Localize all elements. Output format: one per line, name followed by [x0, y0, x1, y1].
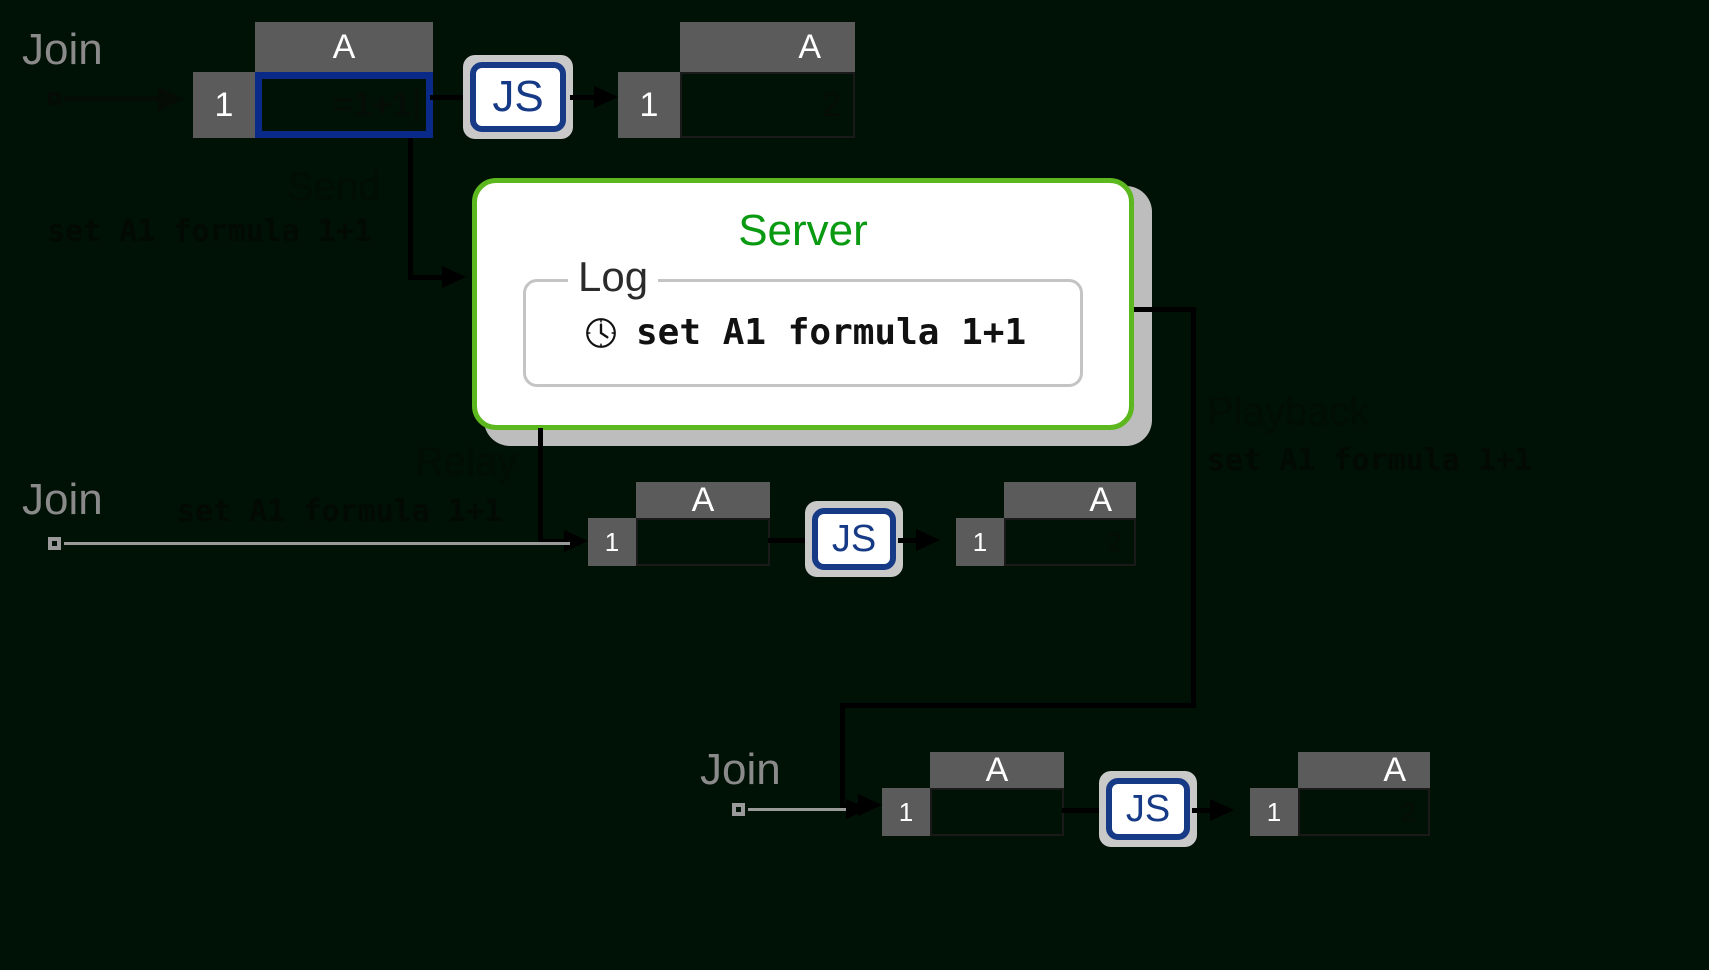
- cell-a1-editing[interactable]: =1+1: [255, 72, 433, 138]
- cell-a1-result[interactable]: 2: [1004, 518, 1136, 566]
- server-log-fieldset: Log set A1 formula 1+1: [523, 256, 1083, 387]
- cell-a1-result[interactable]: 2: [1298, 788, 1430, 836]
- js-processor-middle[interactable]: JS: [812, 508, 896, 570]
- wire-playback-drop: [840, 703, 845, 807]
- column-header-a: A: [1298, 752, 1430, 788]
- js-processor-label-bottom: JS: [1125, 787, 1171, 830]
- wire-playback-vertical: [1191, 307, 1196, 707]
- row-header-1: 1: [1250, 788, 1298, 836]
- wire-send-horizontal: [408, 275, 446, 280]
- row-header-1: 1: [588, 518, 636, 566]
- js-processor-label-middle: JS: [831, 517, 877, 560]
- wire-arrowhead-output-bottom: [1210, 799, 1234, 821]
- send-label: Send: [287, 165, 381, 209]
- server-panel: Server Log set A1 formula 1+1: [472, 178, 1134, 430]
- join-connector-top: [48, 85, 188, 111]
- join-connector-bottom: [732, 796, 882, 822]
- join-label-top: Join: [22, 25, 103, 74]
- wire-input-to-js-middle: [768, 538, 812, 543]
- column-header-a: A: [1004, 482, 1136, 518]
- wire-input-to-js-bottom: [1062, 808, 1106, 813]
- js-processor-label-top: JS: [492, 72, 544, 121]
- wire-js-to-output-top: [570, 95, 598, 100]
- wire-arrowhead-relay: [564, 530, 588, 552]
- wire-playback-top: [1134, 307, 1196, 312]
- relay-payload-label: set A1 formula 1+1: [177, 494, 503, 529]
- wire-relay-vertical: [538, 428, 543, 542]
- server-title: Server: [738, 206, 868, 255]
- js-processor-top[interactable]: JS: [470, 62, 566, 132]
- wire-js-to-output-middle: [898, 538, 920, 543]
- join-marker-top: [48, 92, 61, 105]
- text-caret: [415, 88, 418, 122]
- join-arrowhead-bottom: [846, 799, 868, 819]
- row-header-1: 1: [956, 518, 1004, 566]
- join-line-top: [64, 96, 170, 101]
- join-label-middle: Join: [22, 475, 103, 524]
- row-header-1: 1: [882, 788, 930, 836]
- clock-icon: [586, 318, 616, 348]
- column-header-a: A: [636, 482, 770, 518]
- wire-playback-bottom: [840, 703, 1196, 708]
- join-marker-middle: [48, 537, 61, 550]
- row-header-1: 1: [193, 72, 255, 138]
- wire-input-to-js-top: [430, 95, 472, 100]
- cell-a1-value: =1+1: [333, 86, 411, 124]
- input-sheet-top: A 1 =1+1: [193, 22, 433, 138]
- wire-arrowhead-send: [442, 266, 466, 288]
- join-connector-middle: [48, 530, 588, 556]
- join-line-middle: [64, 542, 570, 545]
- send-payload-label: set A1 formula 1+1: [47, 214, 373, 249]
- wire-js-to-output-bottom: [1192, 808, 1214, 813]
- cell-a1-empty[interactable]: [636, 518, 770, 566]
- wire-arrowhead-output-middle: [916, 529, 940, 551]
- playback-payload-label: set A1 formula 1+1: [1207, 443, 1533, 478]
- join-marker-bottom: [732, 803, 745, 816]
- log-entry: set A1 formula 1+1: [584, 315, 1026, 351]
- input-sheet-bottom: A 1: [882, 752, 1064, 836]
- wire-send-vertical: [408, 138, 413, 278]
- playback-label: Playback: [1207, 390, 1370, 434]
- relay-label: Relay: [415, 440, 518, 484]
- js-processor-bottom[interactable]: JS: [1106, 778, 1190, 840]
- join-arrowhead-top: [158, 87, 184, 111]
- column-header-a: A: [255, 22, 433, 72]
- wire-relay-horizontal: [538, 539, 568, 544]
- cell-a1-empty[interactable]: [930, 788, 1064, 836]
- server-log-legend: Log: [568, 256, 659, 298]
- output-sheet-middle: A 1 2: [956, 482, 1136, 566]
- row-header-1: 1: [618, 72, 680, 138]
- output-sheet-bottom: A 1 2: [1250, 752, 1430, 836]
- wire-arrowhead-output-top: [594, 86, 618, 108]
- join-line-bottom: [748, 808, 858, 811]
- column-header-a: A: [930, 752, 1064, 788]
- join-label-bottom: Join: [700, 745, 781, 794]
- cell-a1-result[interactable]: 2: [680, 72, 855, 138]
- input-sheet-middle: A 1: [588, 482, 770, 566]
- column-header-a: A: [680, 22, 855, 72]
- log-entry-text: set A1 formula 1+1: [636, 312, 1027, 353]
- output-sheet-top: A 1 2: [618, 22, 855, 138]
